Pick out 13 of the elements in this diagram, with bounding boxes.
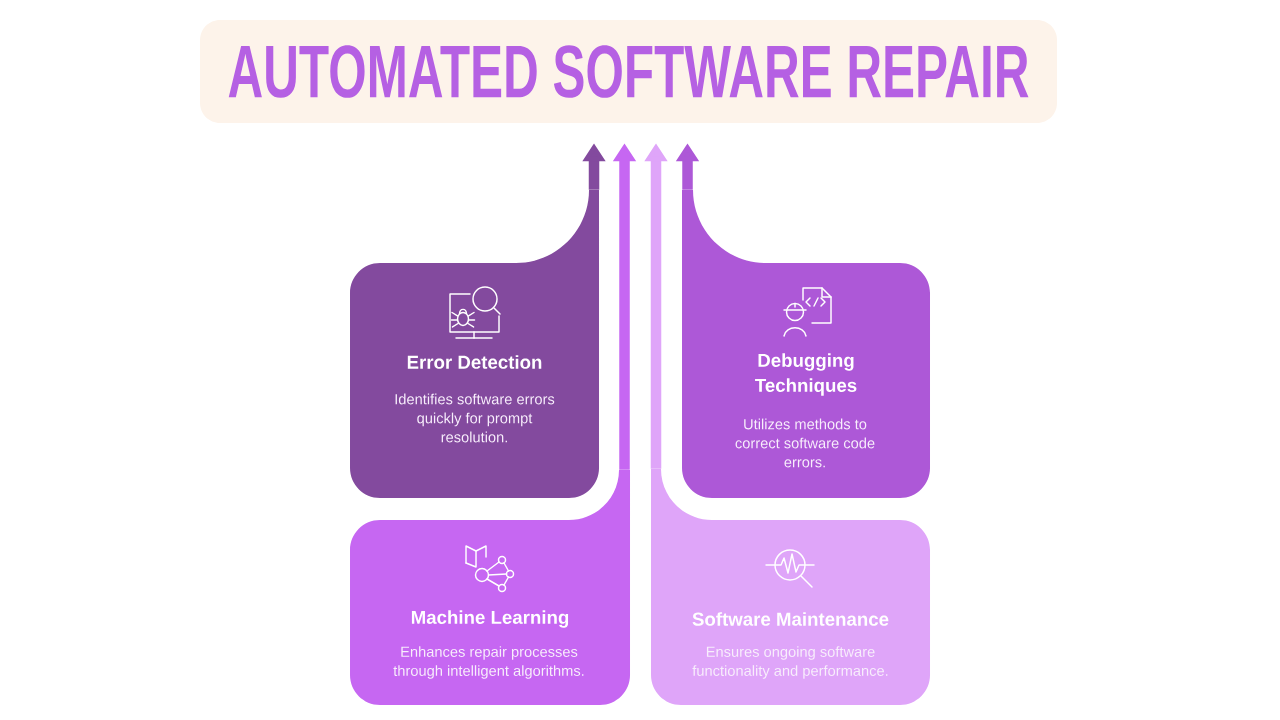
heading: Machine Learning (411, 610, 569, 628)
description: Ensures ongoing software functionality and performance. (692, 646, 888, 679)
description: Enhances repair processes through intelligent algorithms. (393, 646, 584, 679)
heading: Debugging Techniques (755, 353, 857, 396)
card (651, 469, 930, 705)
description: Utilizes methods to correct software code errors. (735, 418, 875, 468)
heading: Software Maintenance (692, 612, 889, 626)
heading: Error Detection (407, 355, 542, 369)
card (350, 470, 630, 705)
card (350, 190, 599, 498)
title-banner: AUTOMATED SOFTWARE REPAIR (200, 20, 1057, 123)
description: Identifies software errors quickly for prompt resolution. (395, 393, 555, 443)
card (682, 190, 930, 498)
